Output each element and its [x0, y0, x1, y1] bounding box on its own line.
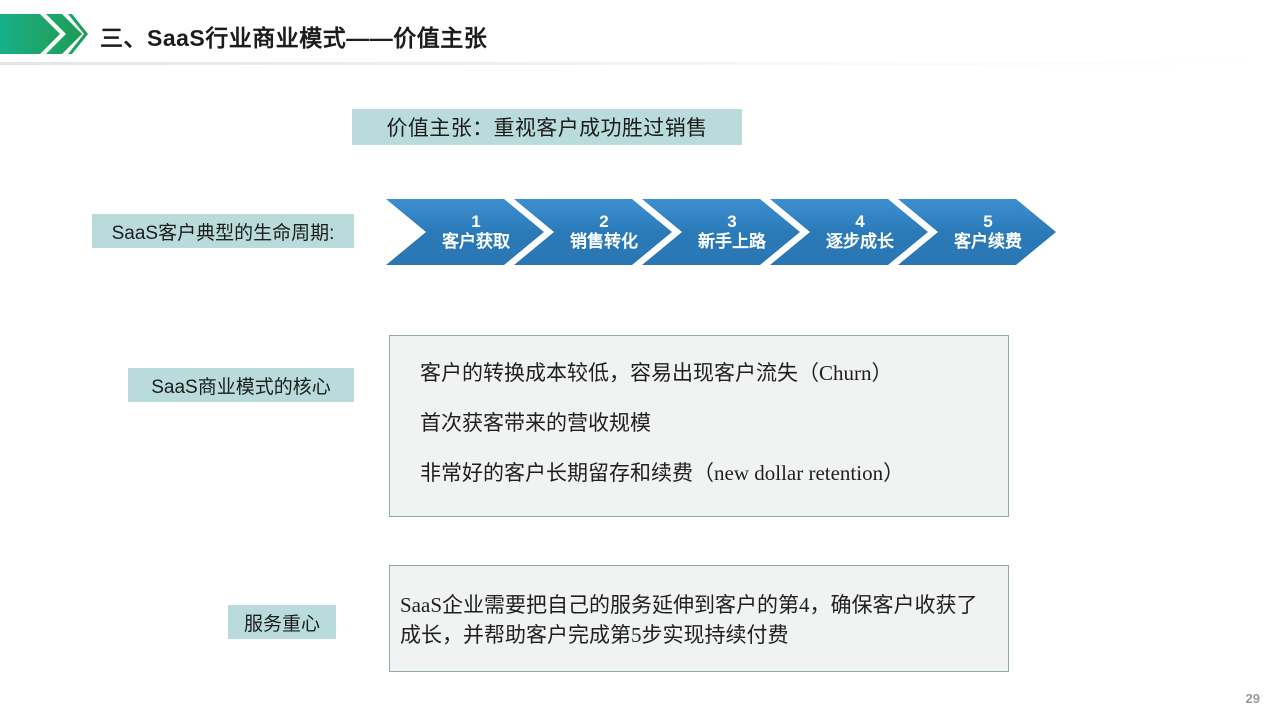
core-model-line: 非常好的客户长期留存和续费（new dollar retention）	[420, 461, 905, 485]
value-proposition-banner: 价值主张：重视客户成功胜过销售	[352, 109, 742, 145]
core-model-label: SaaS商业模式的核心	[128, 368, 354, 402]
process-step-label: 客户获取	[442, 231, 510, 251]
process-step-number: 3	[727, 211, 737, 231]
process-step-number: 5	[983, 211, 993, 231]
header-divider	[0, 62, 1280, 65]
page-title: 三、SaaS行业商业模式——价值主张	[100, 25, 488, 51]
process-step-label: 逐步成长	[826, 231, 894, 251]
process-step-number: 4	[855, 211, 865, 231]
lifecycle-process-flow: 1 客户获取 2 销售转化 3 新手上路 4 逐步成长 5 客户续费	[386, 199, 1058, 265]
process-step-1[interactable]: 1 客户获取	[386, 199, 544, 265]
core-model-line: 客户的转换成本较低，容易出现客户流失（Churn）	[420, 361, 893, 385]
core-model-line: 首次获客带来的营收规模	[420, 411, 651, 435]
process-step-label: 新手上路	[698, 231, 766, 251]
process-step-number: 2	[599, 211, 609, 231]
service-focus-box: SaaS企业需要把自己的服务延伸到客户的第4，确保客户收获了成长，并帮助客户完成…	[389, 565, 1009, 672]
process-step-number: 1	[471, 211, 481, 231]
service-focus-text: SaaS企业需要把自己的服务延伸到客户的第4，确保客户收获了成长，并帮助客户完成…	[400, 593, 978, 647]
service-focus-label: 服务重心	[228, 605, 336, 639]
process-step-label: 销售转化	[570, 231, 638, 251]
slide-header: 三、SaaS行业商业模式——价值主张	[0, 0, 1280, 68]
lifecycle-label: SaaS客户典型的生命周期:	[92, 214, 354, 248]
green-chevron-arrow-icon	[0, 14, 88, 54]
core-model-box: 客户的转换成本较低，容易出现客户流失（Churn） 首次获客带来的营收规模 非常…	[389, 335, 1009, 517]
page-number: 29	[1245, 691, 1260, 706]
process-step-label: 客户续费	[954, 231, 1022, 251]
